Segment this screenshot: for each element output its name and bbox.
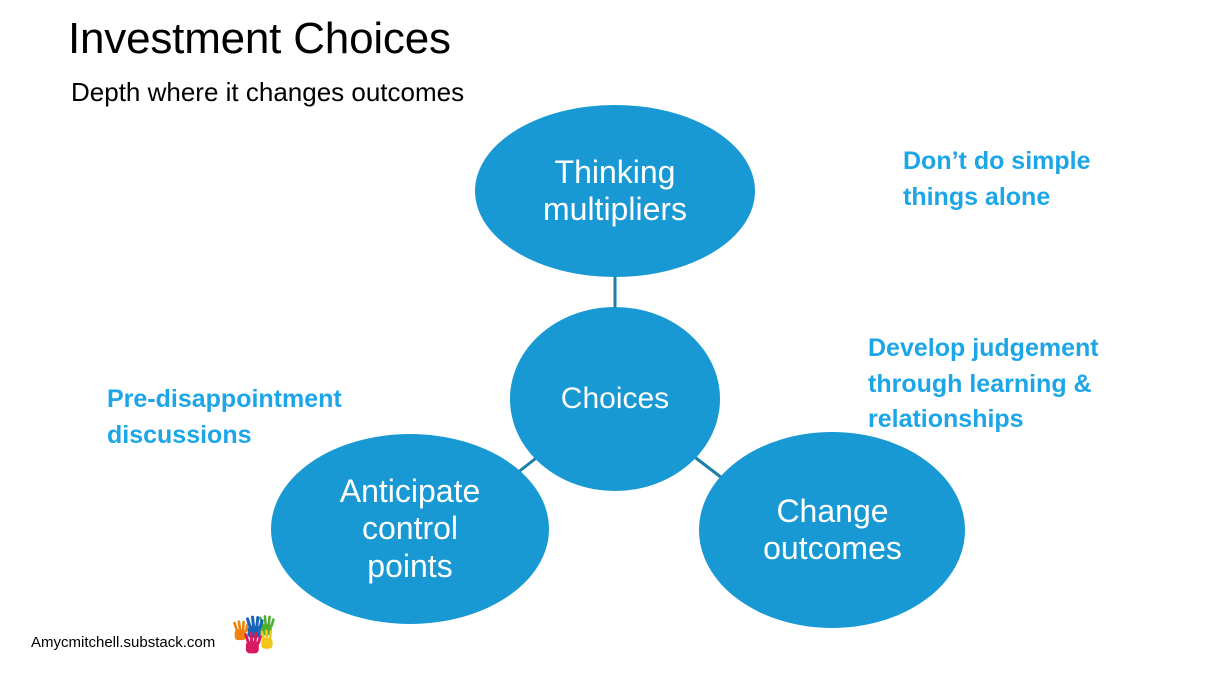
node-label-choices: Choices [560, 381, 670, 415]
node-shape-choices[interactable] [510, 307, 720, 491]
colored-hands-logo-icon [233, 613, 276, 656]
annotation-pre-disappointment-discussions: Pre-disappointment discussions [107, 385, 342, 449]
node-shape-thinking[interactable] [475, 105, 755, 277]
page-title: Investment Choices [68, 14, 451, 63]
node-label-thinking: Thinking multipliers [542, 153, 688, 227]
connector-hub-to-change [691, 453, 723, 480]
annotation-dont-do-simple-things-alone: Don’t do simple things alone [903, 147, 1091, 211]
annotation-develop-judgement: Develop judgement through learning & rel… [868, 334, 1099, 433]
node-shape-change[interactable] [699, 432, 965, 628]
node-shape-anticipate[interactable] [271, 434, 549, 624]
node-label-change: Change outcomes [763, 492, 902, 566]
page-subtitle: Depth where it changes outcomes [71, 77, 465, 107]
node-label-anticipate: Anticipate control points [339, 473, 481, 584]
footer-site-url: Amycmitchell.substack.com [31, 634, 216, 651]
